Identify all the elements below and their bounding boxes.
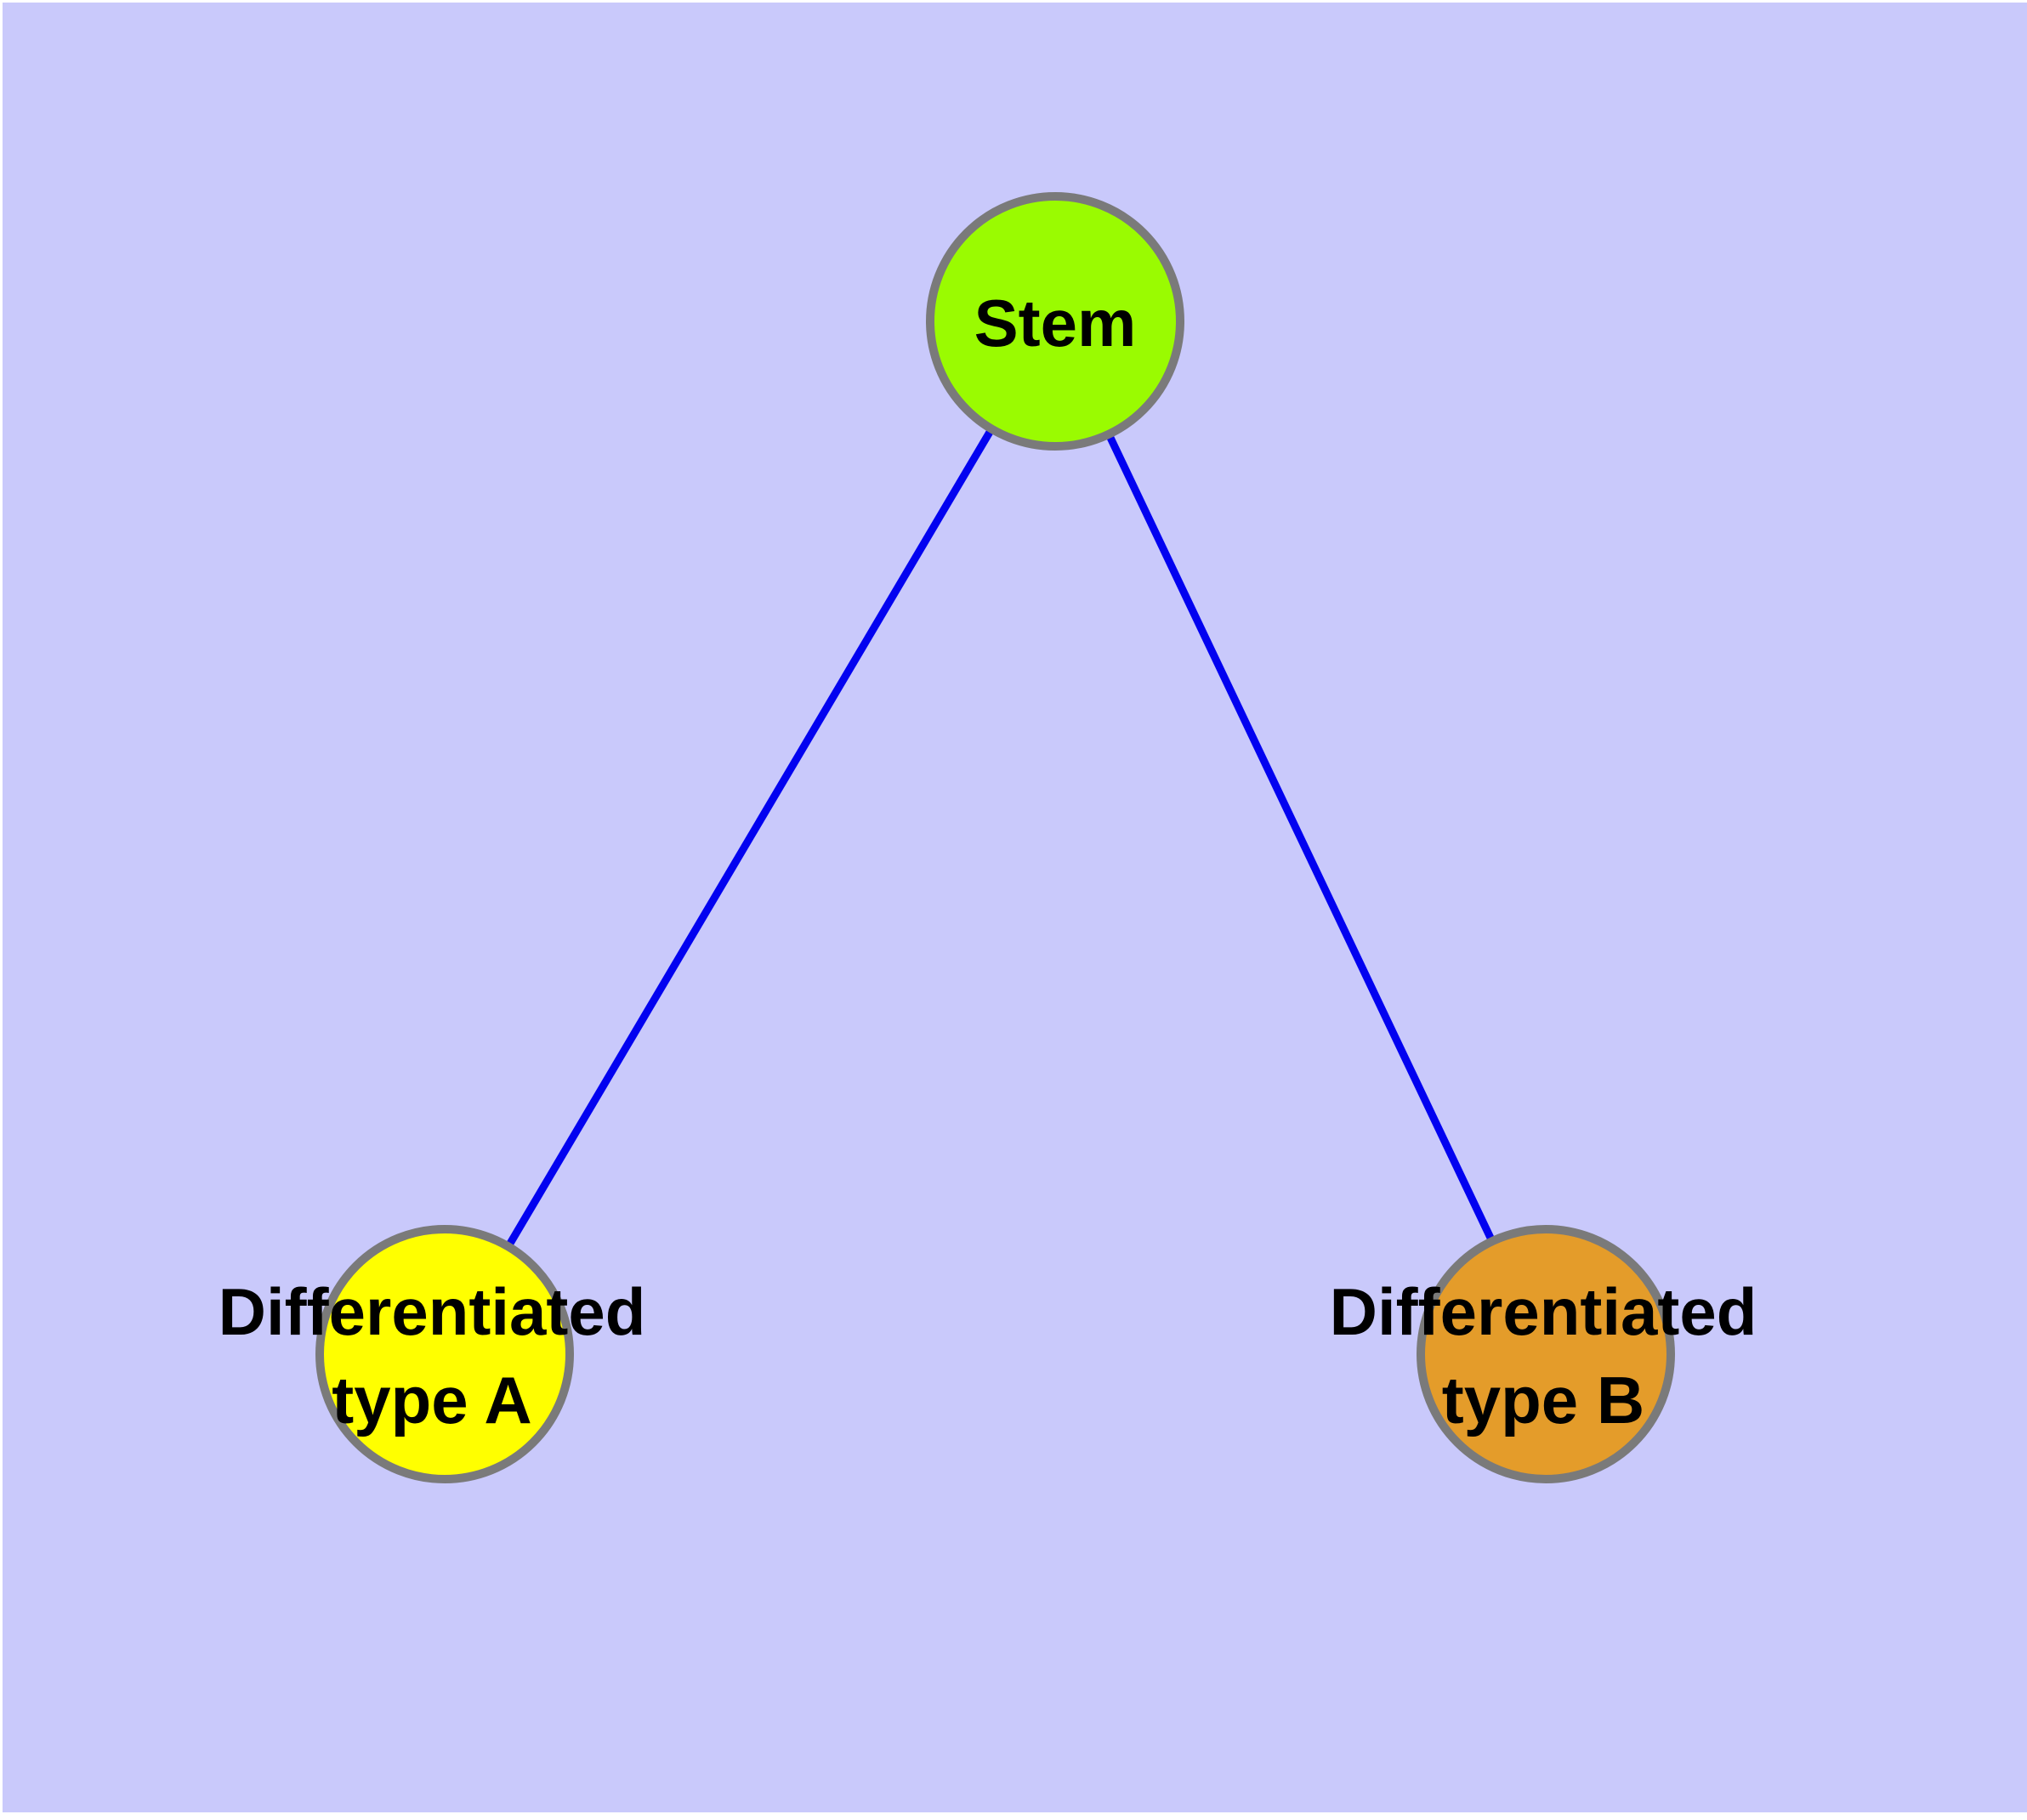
- node-type-b-label: Differentiated type B: [1330, 1267, 1757, 1444]
- node-type-a-label: Differentiated type A: [219, 1267, 646, 1444]
- node-type-b-circle: [1417, 1225, 1675, 1483]
- edges-layer: [441, 319, 1550, 1357]
- node-type-a-label-line2: type A: [332, 1363, 532, 1437]
- node-type-a-label-line1: Differentiated: [218, 1274, 646, 1349]
- diagram-background: Stem Differentiated type A Differentiate…: [3, 3, 2027, 1812]
- edge-stem-to-type-a: [441, 319, 1059, 1357]
- node-type-b-label-line2: type B: [1441, 1363, 1645, 1437]
- node-stem-circle: [926, 192, 1184, 451]
- node-stem-label-text: Stem: [974, 286, 1137, 360]
- edge-stem-to-type-b: [1051, 320, 1550, 1356]
- node-type-b-label-line1: Differentiated: [1329, 1274, 1757, 1349]
- node-type-a-circle: [315, 1225, 574, 1483]
- node-stem-label: Stem: [974, 279, 1137, 367]
